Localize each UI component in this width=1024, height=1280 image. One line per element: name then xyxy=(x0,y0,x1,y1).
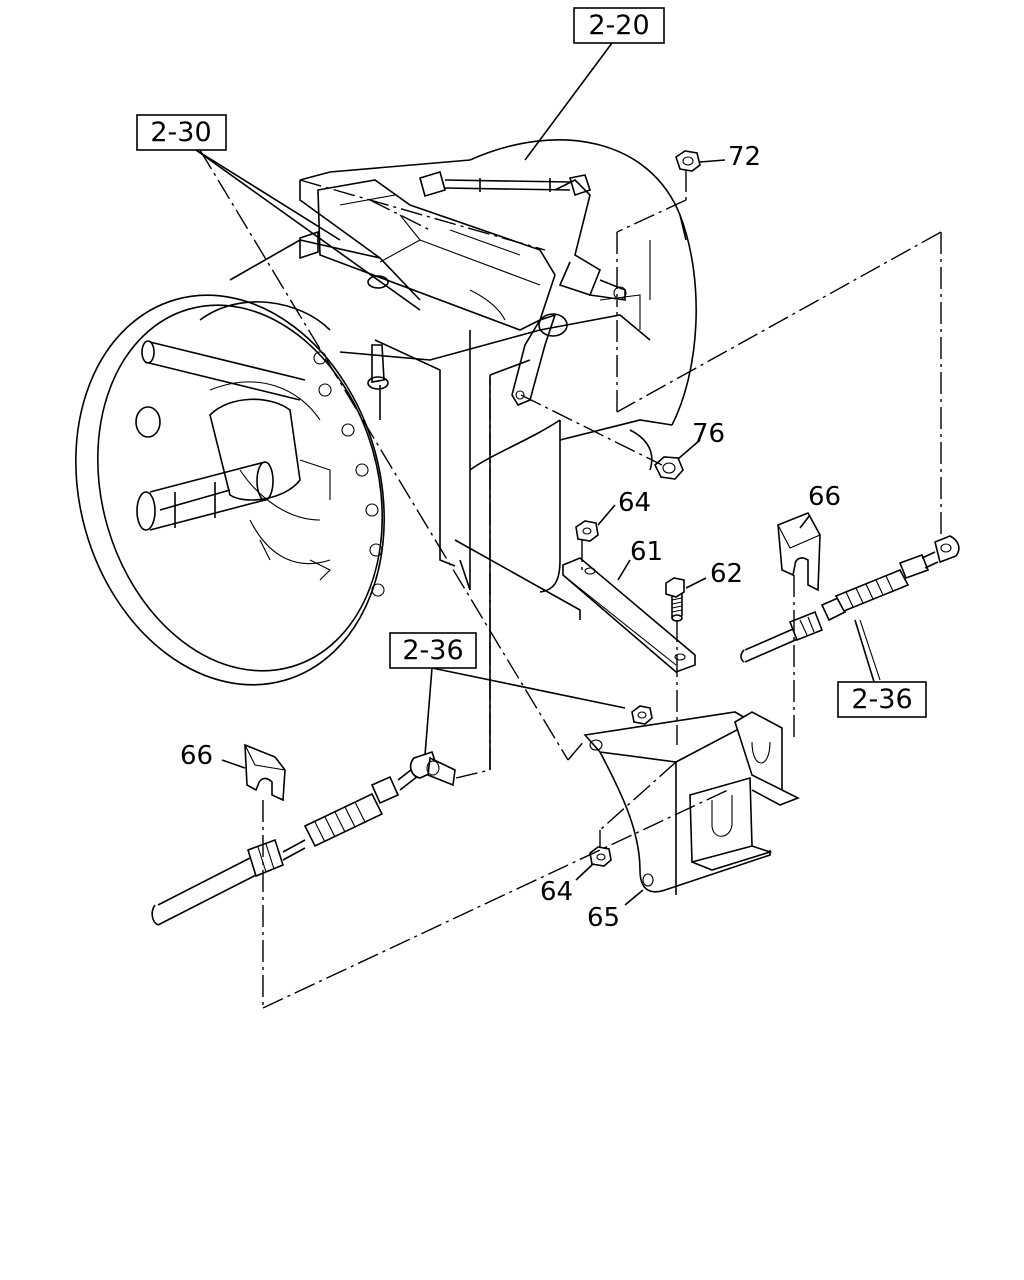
nut-76 xyxy=(654,456,684,480)
mount-plate-outline xyxy=(374,339,581,770)
clip-66-right xyxy=(777,511,821,592)
shift-cable-left xyxy=(151,750,456,926)
nut-64-lower xyxy=(589,846,612,867)
leader-lines xyxy=(195,42,942,1009)
clip-66-left xyxy=(244,743,286,802)
ref-box-2-36-left: 2-36 xyxy=(389,632,477,669)
bracket-61 xyxy=(562,557,696,673)
ref-box-2-30: 2-30 xyxy=(136,114,227,151)
part-label: 72 xyxy=(728,142,761,172)
shift-cable-right xyxy=(740,535,960,681)
part-label: 61 xyxy=(630,537,663,567)
part-label: 66 xyxy=(180,741,213,771)
part-label: 64 xyxy=(540,877,573,907)
ref-label: 2-20 xyxy=(588,10,649,41)
ref-box-2-36-right: 2-36 xyxy=(837,681,927,718)
nut-64-upper xyxy=(575,520,599,542)
transmission-housing xyxy=(75,139,697,686)
nut-64-bracket xyxy=(631,705,653,725)
ref-label: 2-30 xyxy=(150,117,211,148)
part-label: 76 xyxy=(692,419,725,449)
shift-mechanism xyxy=(299,170,627,407)
nut-72 xyxy=(675,150,701,172)
part-label: 65 xyxy=(587,903,620,933)
part-numbers: 72 76 64 61 62 66 66 64 65 xyxy=(180,142,841,933)
part-label: 64 xyxy=(618,488,651,518)
ref-label: 2-36 xyxy=(402,635,463,666)
part-label: 66 xyxy=(808,482,841,512)
part-label: 62 xyxy=(710,559,743,589)
ref-label: 2-36 xyxy=(851,684,912,715)
bracket-65 xyxy=(583,711,800,895)
ref-box-2-20: 2-20 xyxy=(573,7,665,44)
bolt-62 xyxy=(665,577,685,622)
